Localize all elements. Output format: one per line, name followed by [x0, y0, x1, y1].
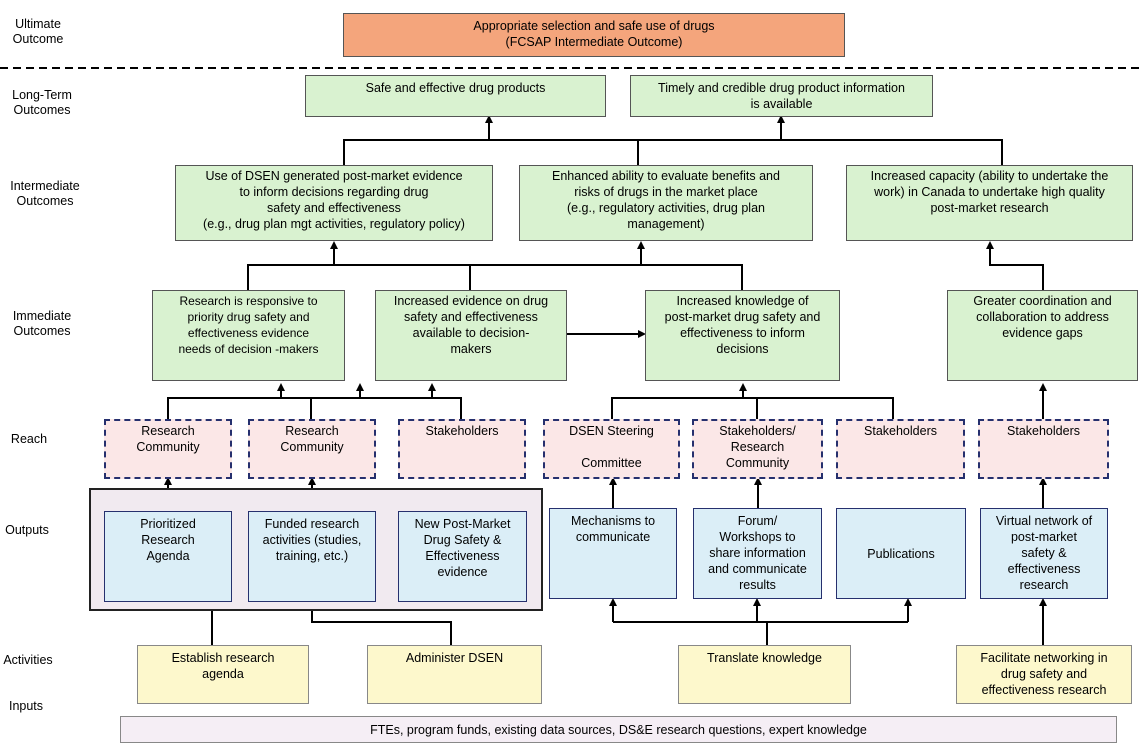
- reach-stakeholders-2: Stakeholders: [836, 419, 965, 479]
- reach-6-text: Stakeholders: [864, 424, 937, 438]
- intermediate-outcome-1: Use of DSEN generated post-market eviden…: [175, 165, 493, 241]
- long-term-outcome-1-text: Safe and effective drug products: [365, 81, 546, 95]
- output-funded-research-activities: Funded research activities (studies, tra…: [248, 511, 376, 602]
- reach-stakeholders-1: Stakeholders: [398, 419, 526, 479]
- row-label-reach: Reach: [10, 432, 48, 446]
- reach-5-text: Stakeholders/ Research Community: [719, 424, 796, 470]
- intermediate-outcome-1-text: Use of DSEN generated post-market eviden…: [203, 169, 465, 231]
- output-new-evidence: New Post-Market Drug Safety & Effectiven…: [398, 511, 527, 602]
- row-label-immediate: Immediate Outcomes: [12, 309, 72, 338]
- output-3-text: New Post-Market Drug Safety & Effectiven…: [414, 517, 511, 579]
- immediate-outcome-3: Increased knowledge of post-market drug …: [645, 290, 840, 381]
- immediate-outcome-4: Greater coordination and collaboration t…: [947, 290, 1138, 381]
- reach-stakeholders-3: Stakeholders: [978, 419, 1109, 479]
- output-6-text: Publications: [867, 546, 935, 561]
- row-label-inputs: Inputs: [8, 699, 44, 713]
- ultimate-outcome-box: Appropriate selection and safe use of dr…: [343, 13, 845, 57]
- activity-1-text: Establish research agenda: [171, 651, 275, 681]
- ultimate-outcome-text: Appropriate selection and safe use of dr…: [473, 19, 715, 49]
- row-label-intermediate: Intermediate Outcomes: [10, 179, 80, 208]
- intermediate-outcome-2: Enhanced ability to evaluate benefits an…: [519, 165, 813, 241]
- output-5-text: Forum/ Workshops to share information an…: [708, 514, 807, 592]
- long-term-outcome-2: Timely and credible drug product informa…: [630, 75, 933, 117]
- output-4-text: Mechanisms to communicate: [570, 514, 656, 544]
- output-2-text: Funded research activities (studies, tra…: [262, 517, 362, 563]
- reach-7-text: Stakeholders: [1007, 424, 1080, 438]
- output-prioritized-research-agenda: Prioritized Research Agenda: [104, 511, 232, 602]
- long-term-outcome-1: Safe and effective drug products: [305, 75, 606, 117]
- reach-research-community-2: Research Community: [248, 419, 376, 479]
- output-forum-workshops: Forum/ Workshops to share information an…: [693, 508, 822, 599]
- output-publications: Publications: [836, 508, 966, 599]
- activity-translate-knowledge: Translate knowledge: [678, 645, 851, 704]
- intermediate-outcome-3: Increased capacity (ability to undertake…: [846, 165, 1133, 241]
- activity-4-text: Facilitate networking in drug safety and…: [980, 651, 1108, 697]
- reach-research-community-1: Research Community: [104, 419, 232, 479]
- row-label-activities: Activities: [3, 653, 53, 667]
- output-7-text: Virtual network of post-market safety & …: [995, 514, 1093, 592]
- reach-1-text: Research Community: [136, 424, 200, 454]
- inputs-box: FTEs, program funds, existing data sourc…: [120, 716, 1117, 743]
- output-virtual-network: Virtual network of post-market safety & …: [980, 508, 1108, 599]
- row-label-long-term: Long-Term Outcomes: [12, 88, 72, 117]
- activity-2-text: Administer DSEN: [405, 651, 504, 665]
- output-1-text: Prioritized Research Agenda: [140, 517, 196, 563]
- immediate-outcome-1-text: Research is responsive to priority drug …: [178, 294, 319, 356]
- reach-2-text: Research Community: [280, 424, 344, 454]
- reach-3-text: Stakeholders: [425, 424, 499, 438]
- reach-dsen-steering-committee: DSEN Steering Committee: [543, 419, 680, 479]
- row-label-ultimate: Ultimate Outcome: [12, 17, 64, 46]
- immediate-outcome-4-text: Greater coordination and collaboration t…: [973, 294, 1112, 340]
- inputs-text: FTEs, program funds, existing data sourc…: [370, 722, 867, 737]
- immediate-outcome-3-text: Increased knowledge of post-market drug …: [664, 294, 821, 356]
- output-mechanisms-to-communicate: Mechanisms to communicate: [549, 508, 677, 599]
- reach-stakeholders-research-community: Stakeholders/ Research Community: [692, 419, 823, 479]
- immediate-outcome-1: Research is responsive to priority drug …: [152, 290, 345, 381]
- intermediate-outcome-2-text: Enhanced ability to evaluate benefits an…: [552, 169, 780, 231]
- activity-establish-research-agenda: Establish research agenda: [137, 645, 309, 704]
- row-label-outputs: Outputs: [5, 523, 49, 537]
- intermediate-outcome-3-text: Increased capacity (ability to undertake…: [870, 169, 1109, 215]
- activity-administer-dsen: Administer DSEN: [367, 645, 542, 704]
- long-term-outcome-2-text: Timely and credible drug product informa…: [658, 81, 905, 111]
- activity-facilitate-networking: Facilitate networking in drug safety and…: [956, 645, 1132, 704]
- immediate-outcome-2: Increased evidence on drug safety and ef…: [375, 290, 567, 381]
- reach-4-text: DSEN Steering Committee: [569, 424, 654, 470]
- activity-3-text: Translate knowledge: [707, 651, 822, 665]
- immediate-outcome-2-text: Increased evidence on drug safety and ef…: [393, 294, 549, 356]
